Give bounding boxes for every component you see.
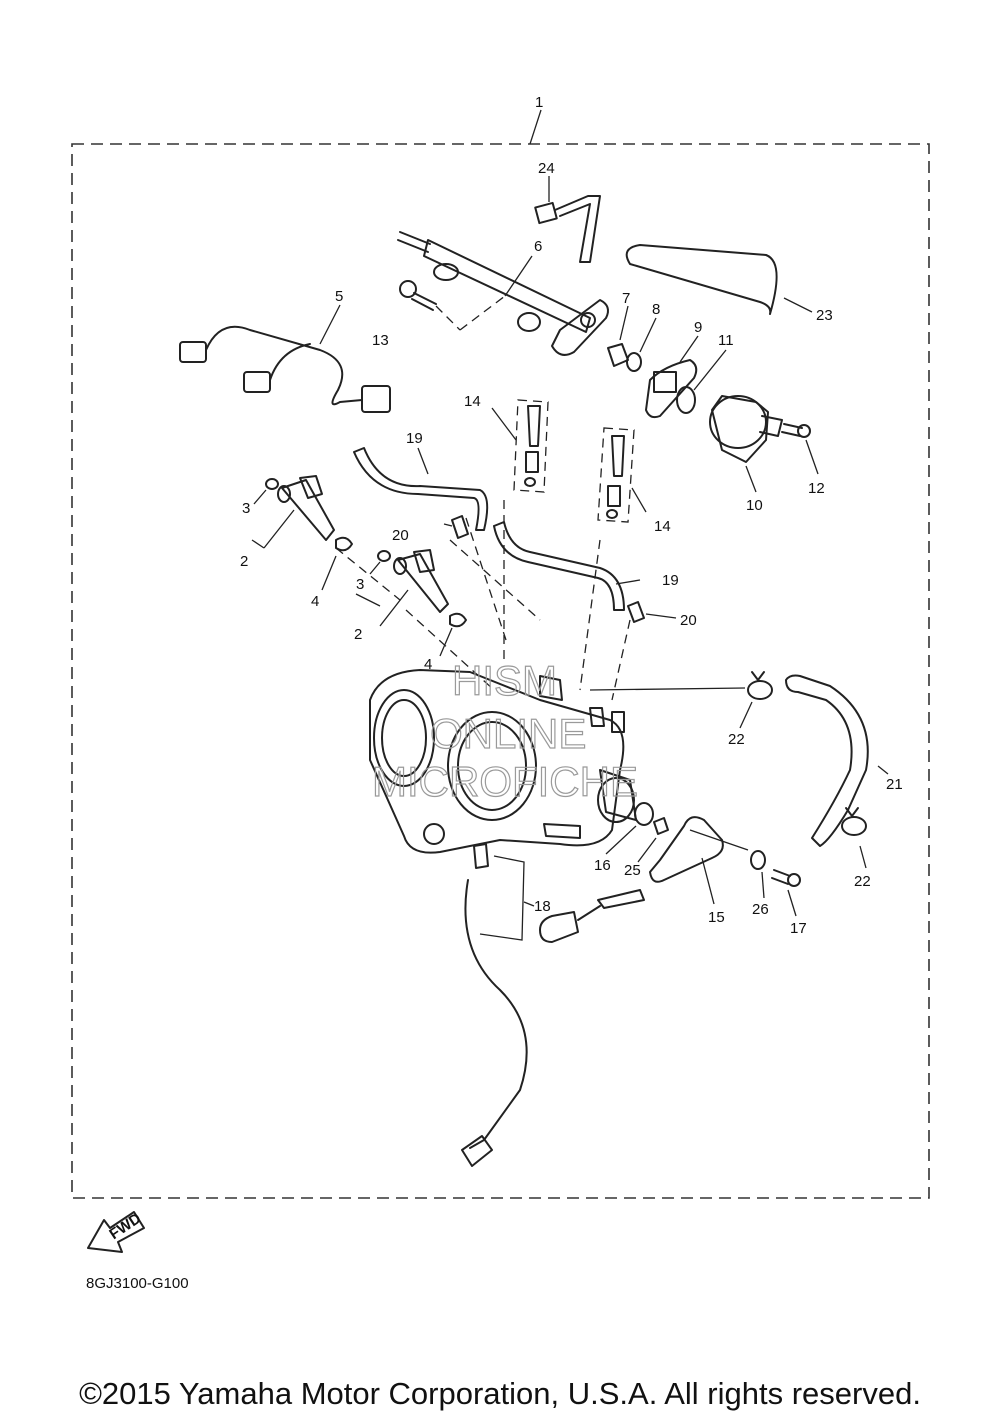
washer-part-26 xyxy=(750,850,766,870)
hose-part-19b xyxy=(493,521,625,611)
callout-19a: 19 xyxy=(406,430,423,447)
screw-part-12 xyxy=(781,423,811,438)
seal-part-4a xyxy=(335,536,353,552)
cable-part-18 xyxy=(461,843,528,1167)
hose-part-23 xyxy=(625,244,778,315)
callout-13: 13 xyxy=(372,332,389,349)
callout-11: 11 xyxy=(718,332,734,349)
callout-25: 25 xyxy=(624,862,641,879)
wire-harness-part-5 xyxy=(179,325,391,413)
screw-part-17 xyxy=(771,869,801,887)
pressure-regulator-part-10 xyxy=(709,395,783,463)
screw-kit-part-14b xyxy=(597,427,635,523)
diagram-code: 8GJ3100-G100 xyxy=(86,1275,189,1292)
callout-24: 24 xyxy=(538,160,555,177)
callout-3a: 3 xyxy=(242,500,250,517)
clamp-part-22a xyxy=(747,671,773,700)
cap-part-7 xyxy=(607,343,629,367)
callout-22a: 22 xyxy=(728,731,745,748)
o-ring-part-16 xyxy=(634,802,654,826)
callout-20b: 20 xyxy=(680,612,697,629)
assembly-frame xyxy=(71,143,930,1199)
injector-part-2a xyxy=(277,475,335,541)
callout-7: 7 xyxy=(622,290,630,307)
clamp-part-22b xyxy=(841,807,867,836)
svg-text:MICROFICHE: MICROFICHE xyxy=(372,758,638,805)
callout-3b: 3 xyxy=(356,576,364,593)
bracket-part-24 xyxy=(534,195,601,263)
adapter-part-9 xyxy=(645,359,698,419)
callout-2b: 2 xyxy=(354,626,362,643)
callout-19b: 19 xyxy=(662,572,679,589)
callout-14a: 14 xyxy=(464,393,481,410)
callout-23: 23 xyxy=(816,307,833,324)
callout-6: 6 xyxy=(534,238,542,255)
svg-text:ONLINE: ONLINE xyxy=(430,710,586,757)
screw-kit-part-14a xyxy=(513,399,549,493)
callout-8: 8 xyxy=(652,301,660,318)
copyright-notice: ©2015 Yamaha Motor Corporation, U.S.A. A… xyxy=(79,1376,921,1411)
callout-4b: 4 xyxy=(424,656,432,673)
callout-4a: 4 xyxy=(311,593,319,610)
callout-22b: 22 xyxy=(854,873,871,890)
callout-21: 21 xyxy=(886,776,903,793)
screw-part-13 xyxy=(399,280,437,311)
sensor-part-15 xyxy=(539,816,724,943)
o-ring-part-11 xyxy=(676,386,696,414)
hose-part-21 xyxy=(785,674,869,847)
o-ring-part-3a xyxy=(265,478,279,490)
collar-part-25 xyxy=(653,817,669,835)
injector-part-2b xyxy=(393,549,449,613)
callout-2a: 2 xyxy=(240,553,248,570)
callout-20a: 20 xyxy=(392,527,409,544)
callout-26: 26 xyxy=(752,901,769,918)
callout-14b: 14 xyxy=(654,518,671,535)
hose-part-19a xyxy=(353,447,489,531)
callout-18: 18 xyxy=(534,898,551,915)
seal-part-4b xyxy=(449,612,467,628)
o-ring-part-3b xyxy=(377,550,391,562)
o-ring-part-8 xyxy=(626,352,642,372)
callout-9: 9 xyxy=(694,319,702,336)
fwd-arrow-icon: FWD xyxy=(87,1210,145,1253)
fuel-rail-part-6 xyxy=(397,231,609,356)
watermark: HISM ONLINE MICROFICHE xyxy=(371,656,638,805)
cap-part-20b xyxy=(627,601,645,623)
cap-part-20a xyxy=(451,515,469,539)
svg-text:HISM: HISM xyxy=(452,657,557,704)
callout-12: 12 xyxy=(808,480,825,497)
callout-17: 17 xyxy=(790,920,807,937)
callout-15: 15 xyxy=(708,909,725,926)
assembly-number-label: 1 xyxy=(535,94,543,111)
callout-5: 5 xyxy=(335,288,343,305)
callout-10: 10 xyxy=(746,497,763,514)
callout-16: 16 xyxy=(594,857,611,874)
